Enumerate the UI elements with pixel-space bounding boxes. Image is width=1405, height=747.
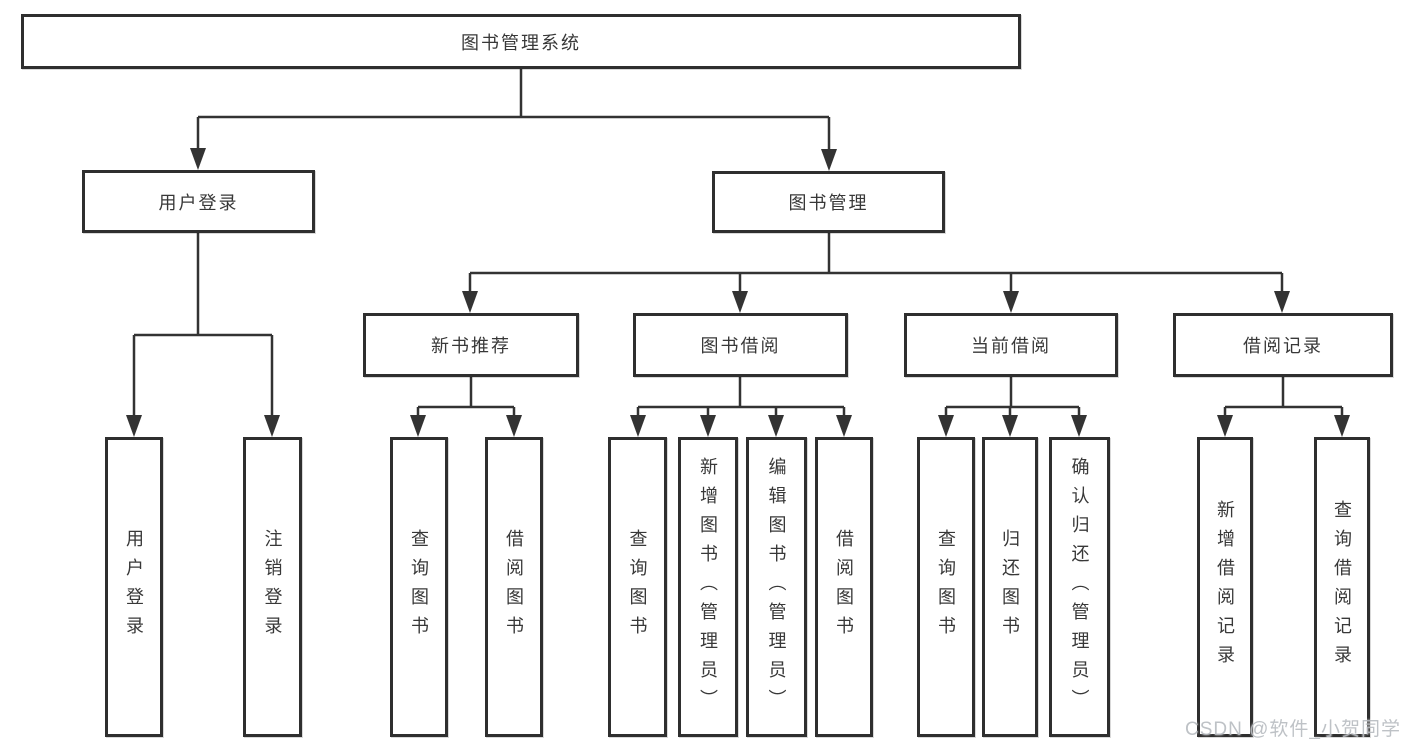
arrowheads	[126, 148, 1350, 437]
leaf-user-login: 用户登录	[105, 437, 163, 737]
connector-records-children	[1223, 377, 1344, 420]
node-user-login: 用户登录	[82, 170, 315, 233]
leaf-rec-query-book-label: 查询图书	[409, 529, 429, 645]
csdn-watermark: CSDN @软件_小贺同学	[1185, 719, 1401, 740]
node-root: 图书管理系统	[21, 14, 1021, 69]
leaf-bb-query-book: 查询图书	[608, 437, 667, 737]
leaf-bb-edit-book-label: 编辑图书（管理员）	[766, 456, 787, 718]
connector-root-to-level2	[196, 69, 831, 153]
connector-book-mgmt-to-level3	[468, 233, 1284, 295]
leaf-bb-add-book: 新增图书（管理员）	[678, 437, 738, 737]
node-book-mgmt: 图书管理	[712, 171, 945, 233]
leaf-bb-borrow-book-label: 借阅图书	[834, 529, 854, 645]
leaf-cb-query-book-label: 查询图书	[936, 529, 956, 645]
leaf-rec-query-record: 查询借阅记录	[1314, 437, 1370, 737]
node-borrow-records-label: 借阅记录	[1243, 336, 1323, 356]
leaf-rec-query-record-label: 查询借阅记录	[1332, 500, 1352, 674]
leaf-cb-confirm-return: 确认归还（管理员）	[1049, 437, 1110, 737]
node-book-borrow-label: 图书借阅	[700, 336, 781, 356]
leaf-rec-borrow-book-label: 借阅图书	[504, 529, 524, 645]
leaf-cb-query-book: 查询图书	[917, 437, 975, 737]
connector-user-login-children	[132, 233, 274, 419]
node-new-book-rec: 新书推荐	[363, 313, 579, 377]
leaf-cb-confirm-return-label: 确认归还（管理员）	[1069, 456, 1090, 718]
leaf-bb-query-book-label: 查询图书	[627, 529, 648, 645]
leaf-user-login-label: 用户登录	[124, 529, 144, 645]
leaf-rec-query-book: 查询图书	[390, 437, 448, 737]
node-root-label: 图书管理系统	[461, 32, 581, 53]
node-user-login-label: 用户登录	[158, 192, 239, 213]
leaf-bb-borrow-book: 借阅图书	[815, 437, 873, 737]
leaf-logout: 注销登录	[243, 437, 302, 737]
connector-book-borrow-children	[636, 377, 846, 420]
leaf-bb-edit-book: 编辑图书（管理员）	[746, 437, 807, 737]
leaf-logout-label: 注销登录	[262, 529, 283, 645]
node-borrow-records: 借阅记录	[1173, 313, 1393, 377]
node-current-borrow: 当前借阅	[904, 313, 1118, 377]
leaf-cb-return-book: 归还图书	[982, 437, 1038, 737]
leaf-cb-return-book-label: 归还图书	[1000, 529, 1020, 645]
leaf-bb-add-book-label: 新增图书（管理员）	[698, 456, 718, 718]
leaf-rec-borrow-book: 借阅图书	[485, 437, 543, 737]
node-book-mgmt-label: 图书管理	[788, 193, 869, 213]
node-new-book-rec-label: 新书推荐	[431, 336, 511, 356]
node-book-borrow: 图书借阅	[633, 313, 848, 377]
leaf-rec-add-record: 新增借阅记录	[1197, 437, 1253, 737]
leaf-rec-add-record-label: 新增借阅记录	[1215, 500, 1235, 674]
connector-new-rec-children	[416, 377, 516, 420]
connector-current-borrow-children	[944, 377, 1081, 420]
node-current-borrow-label: 当前借阅	[971, 336, 1051, 356]
